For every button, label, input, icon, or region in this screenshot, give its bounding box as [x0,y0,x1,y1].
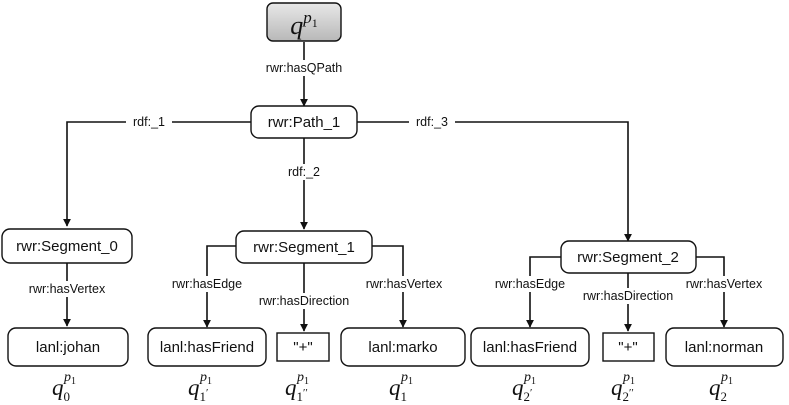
svg-text:q2′′: q2′′ [611,375,634,404]
svg-text:q1: q1 [389,375,407,404]
svg-text:q2′: q2′ [512,375,532,404]
segment-1-node: rwr:Segment_1 [235,230,373,264]
edge-rdf-3 [357,121,632,242]
math-q2-prime: q2′ p1 [512,370,536,404]
math-q2: q2 p1 [709,370,733,404]
segment-1-label: rwr:Segment_1 [253,239,355,256]
label-seg1-has-edge: rwr:hasEdge [172,277,242,291]
has-friend-2-node: lanl:hasFriend [470,327,590,367]
has-friend-1-label: lanl:hasFriend [160,339,254,356]
marko-node: lanl:marko [340,327,466,367]
label-rdf-1: rdf:_1 [133,115,165,129]
has-friend-1-node: lanl:hasFriend [147,327,267,367]
norman-label: lanl:norman [685,339,763,356]
edge-rdf-1 [63,121,251,227]
plus-1-node: "+" [276,332,330,362]
plus-2-label: "+" [618,339,637,356]
edge-seg2-has-edge [526,256,561,328]
label-seg1-has-direction: rwr:hasDirection [259,294,349,308]
label-has-qpath: rwr:hasQPath [266,61,342,75]
johan-node: lanl:johan [7,327,129,367]
math-q1: q1 p1 [389,370,413,404]
label-seg0-has-vertex: rwr:hasVertex [29,282,106,296]
math-q1-prime: q1′ p1 [188,370,212,404]
path-node-label: rwr:Path_1 [268,114,341,131]
segment-0-label: rwr:Segment_0 [16,238,118,255]
label-seg2-has-edge: rwr:hasEdge [495,277,565,291]
norman-node: lanl:norman [665,327,784,367]
label-rdf-2: rdf:_2 [288,165,320,179]
edge-seg1-has-vertex [372,245,407,328]
segment-0-node: rwr:Segment_0 [1,228,133,264]
has-friend-2-label: lanl:hasFriend [483,339,577,356]
math-q0: q0 p1 [52,370,76,404]
svg-text:q0: q0 [52,375,70,404]
label-seg2-has-vertex: rwr:hasVertex [686,277,763,291]
root-node-label: qp1 [290,8,318,40]
svg-text:q1′: q1′ [188,375,208,404]
segment-2-label: rwr:Segment_2 [577,249,679,266]
svg-text:p1: p1 [296,370,309,387]
svg-text:p1: p1 [63,370,76,387]
johan-label: lanl:johan [36,339,100,356]
svg-text:p1: p1 [622,370,635,387]
svg-text:p1: p1 [523,370,536,387]
label-rdf-3: rdf:_3 [416,115,448,129]
segment-2-node: rwr:Segment_2 [560,240,697,274]
plus-2-node: "+" [602,332,655,362]
root-node: qp1 [266,2,342,42]
marko-label: lanl:marko [368,339,437,356]
edge-seg1-has-edge [203,245,236,328]
svg-text:p1: p1 [720,370,733,387]
plus-1-label: "+" [293,339,312,356]
path-node: rwr:Path_1 [250,105,358,139]
svg-text:p1: p1 [400,370,413,387]
svg-text:q2: q2 [709,375,727,404]
svg-text:p1: p1 [199,370,212,387]
edge-seg2-has-vertex [696,256,728,328]
math-q1-double-prime: q1′′ p1 [285,370,309,404]
math-q2-double-prime: q2′′ p1 [611,370,635,404]
label-seg2-has-direction: rwr:hasDirection [583,289,673,303]
label-seg1-has-vertex: rwr:hasVertex [366,277,443,291]
svg-text:q1′′: q1′′ [285,375,308,404]
